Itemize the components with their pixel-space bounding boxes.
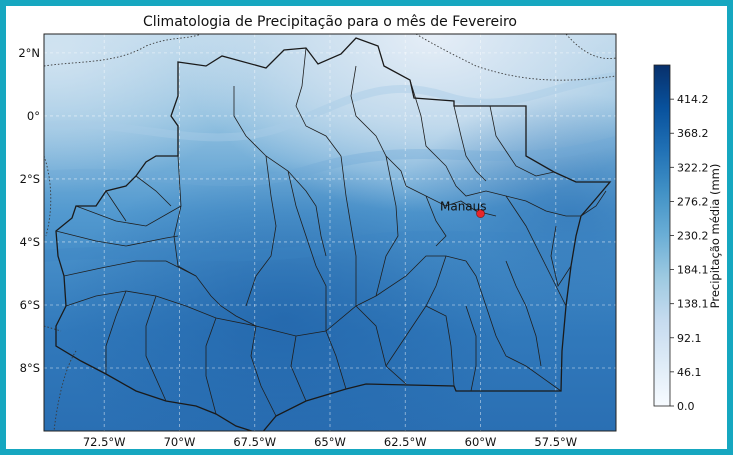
lat-tick-label: 4°S (20, 235, 40, 249)
state-outline (55, 37, 612, 431)
lon-tick-label: 65°W (314, 435, 346, 449)
lon-tick-label: 70°W (164, 435, 196, 449)
colorbar-tick-label: 368.2 (677, 127, 709, 140)
map-frame (43, 33, 617, 432)
lat-tick-label: 0° (27, 109, 40, 123)
figure: Climatologia de Precipitação para o mês … (6, 6, 727, 449)
lon-tick-label: 62.5°W (384, 435, 427, 449)
longitude-tick-labels: 72.5°W 70°W 67.5°W 65°W 62.5°W 60°W 57.5°W (83, 435, 577, 449)
colorbar-tick-label: 92.1 (677, 332, 702, 345)
map-panel: Manaus 72.5°W 70°W 67.5°W 65°W 62.5°W 60°W 57.… (18, 33, 617, 449)
lat-tick-label: 2°N (18, 46, 40, 60)
lon-tick-label: 67.5°W (233, 435, 276, 449)
city-label: Manaus (440, 200, 487, 214)
map-title: Climatologia de Precipitação para o mês … (143, 14, 517, 30)
colorbar-scale (653, 64, 671, 407)
lat-tick-label: 2°S (20, 172, 40, 186)
colorbar-tick-label: 414.2 (677, 93, 709, 106)
colorbar-tick-label: 322.2 (677, 161, 709, 174)
colorbar-tick-label: 138.1 (677, 298, 709, 311)
lon-tick-label: 72.5°W (83, 435, 126, 449)
colorbar-label: Precipitação média (mm) (708, 164, 722, 309)
lon-tick-label: 57.5°W (534, 435, 577, 449)
country-borders (44, 34, 616, 431)
colorbar-tick-label: 276.2 (677, 195, 709, 208)
lat-tick-label: 6°S (20, 298, 40, 312)
map-gridlines (44, 34, 616, 431)
colorbar-tick-label: 0.0 (677, 400, 695, 413)
colorbar-tick-label: 46.1 (677, 366, 702, 379)
latitude-tick-labels: 2°N 0° 2°S 4°S 6°S 8°S (18, 46, 40, 375)
lat-tick-label: 8°S (20, 361, 40, 375)
lon-tick-label: 60°W (465, 435, 497, 449)
colorbar-tick-label: 184.1 (677, 264, 709, 277)
colorbar: 0.0 46.1 92.1 138.1 184.1 230.2 276.2 322.2 368.… (653, 64, 722, 413)
colorbar-tick-label: 230.2 (677, 229, 709, 242)
municipality-boundaries (55, 47, 607, 417)
manaus-point (476, 209, 485, 218)
precipitation-map-figure: Climatologia de Precipitação para o mês … (18, 14, 722, 449)
colorbar-ticks: 0.0 46.1 92.1 138.1 184.1 230.2 276.2 322.2 368.… (670, 93, 709, 413)
city-marker-manaus: Manaus (440, 200, 487, 218)
